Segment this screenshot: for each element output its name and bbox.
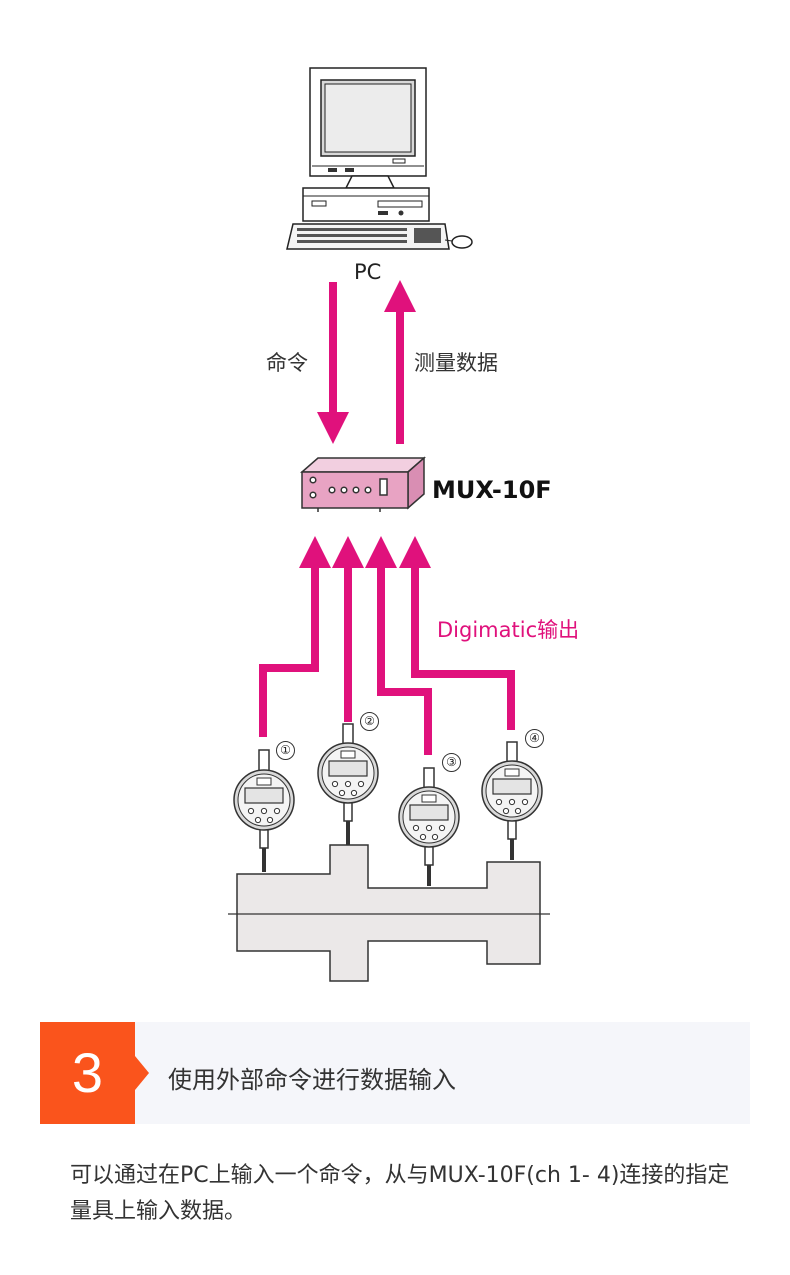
command-label: 命令 <box>266 351 308 375</box>
measurement-data-label: 测量数据 <box>414 351 498 375</box>
dial-gauge-4 <box>481 741 543 860</box>
pc-icon <box>286 67 473 250</box>
channel-1-number: ① <box>276 741 295 760</box>
pc-label: PC <box>354 260 382 284</box>
step-arrow-icon <box>135 1056 149 1090</box>
digimatic-output-label: Digimatic输出 <box>437 618 580 642</box>
description-text: 可以通过在PC上输入一个命令，从与MUX-10F(ch 1- 4)连接的指定量具… <box>70 1163 730 1224</box>
dial-gauge-3 <box>398 767 460 886</box>
step-number: 3 <box>71 1041 104 1104</box>
step-number-badge: 3 <box>40 1022 135 1124</box>
workpiece <box>228 844 550 982</box>
step-banner: 3 使用外部命令进行数据输入 <box>40 1022 750 1124</box>
channel-4-number: ④ <box>525 729 544 748</box>
dial-gauge-1 <box>233 749 295 872</box>
step-title: 使用外部命令进行数据输入 <box>168 1066 456 1094</box>
connection-diagram <box>228 67 550 982</box>
mux-label: MUX-10F <box>432 476 552 504</box>
channel-3-cable <box>365 536 432 755</box>
channel-2-number: ② <box>360 712 379 731</box>
channel-3-number: ③ <box>442 753 461 772</box>
channel-4-cable <box>399 536 515 730</box>
dial-gauge-2 <box>317 723 379 845</box>
mux-10f-unit <box>300 456 426 512</box>
channel-1-cable <box>259 536 331 737</box>
